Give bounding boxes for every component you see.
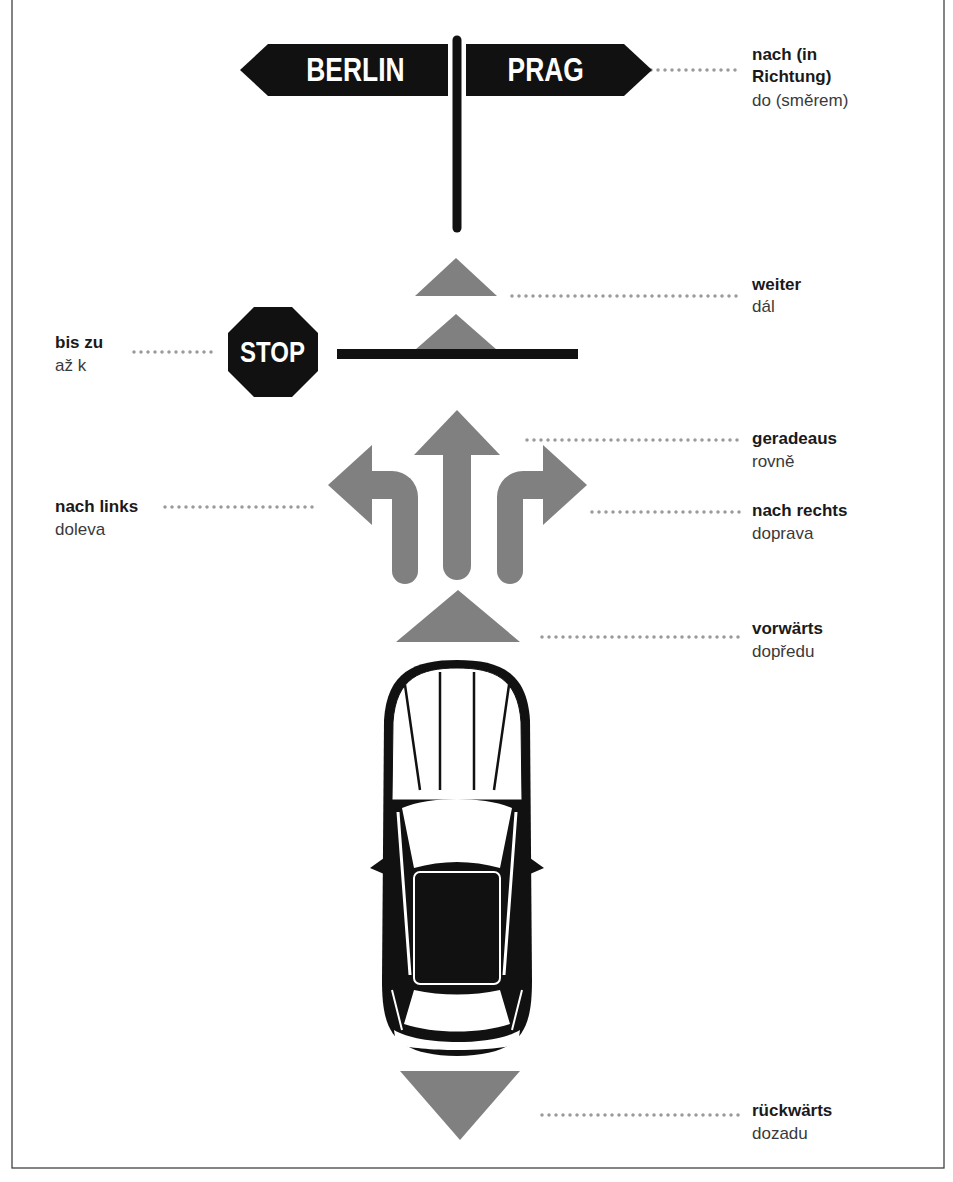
sign-text-box: BERLIN xyxy=(266,44,444,96)
stop-line xyxy=(337,349,578,359)
direction-sign: BERLIN xyxy=(240,44,448,96)
czech-term: dál xyxy=(752,296,775,318)
forward-triangle xyxy=(396,590,520,642)
sign-pole xyxy=(453,40,462,228)
forward-triangle xyxy=(415,314,497,350)
german-term: weiter xyxy=(752,274,801,296)
german-term: bis zu xyxy=(55,332,103,354)
sign-text-box: PRAG xyxy=(470,44,622,96)
sign-text: PRAG xyxy=(508,51,584,89)
shape-fill xyxy=(240,44,448,96)
german-term: nach (in Richtung) xyxy=(752,44,870,88)
straight-arrow xyxy=(414,410,500,580)
sign-text: BERLIN xyxy=(306,51,404,89)
shape-fill xyxy=(228,307,318,397)
sign-text: STOP xyxy=(241,335,306,369)
sign-text-box: STOP xyxy=(228,307,318,397)
czech-term: doleva xyxy=(55,519,105,541)
german-term: rückwärts xyxy=(752,1100,832,1122)
backward-triangle xyxy=(400,1071,520,1140)
car xyxy=(370,660,544,1056)
german-term: nach rechts xyxy=(752,500,847,522)
leader-lines xyxy=(134,70,740,1115)
czech-term: do (směrem) xyxy=(752,90,848,112)
direction-sign: PRAG xyxy=(466,44,652,96)
czech-term: dopředu xyxy=(752,641,814,663)
frame xyxy=(12,0,944,1168)
czech-term: rovně xyxy=(752,451,795,473)
czech-term: doprava xyxy=(752,523,813,545)
german-term: vorwärts xyxy=(752,618,823,640)
left-turn-arrow xyxy=(328,445,418,584)
german-term: nach links xyxy=(55,496,138,518)
stop-sign: STOP xyxy=(228,307,318,397)
right-turn-arrow xyxy=(497,445,587,584)
forward-triangle xyxy=(415,258,497,296)
shape-fill xyxy=(466,44,652,96)
czech-term: dozadu xyxy=(752,1123,808,1145)
german-term: geradeaus xyxy=(752,428,837,450)
czech-term: až k xyxy=(55,355,86,377)
